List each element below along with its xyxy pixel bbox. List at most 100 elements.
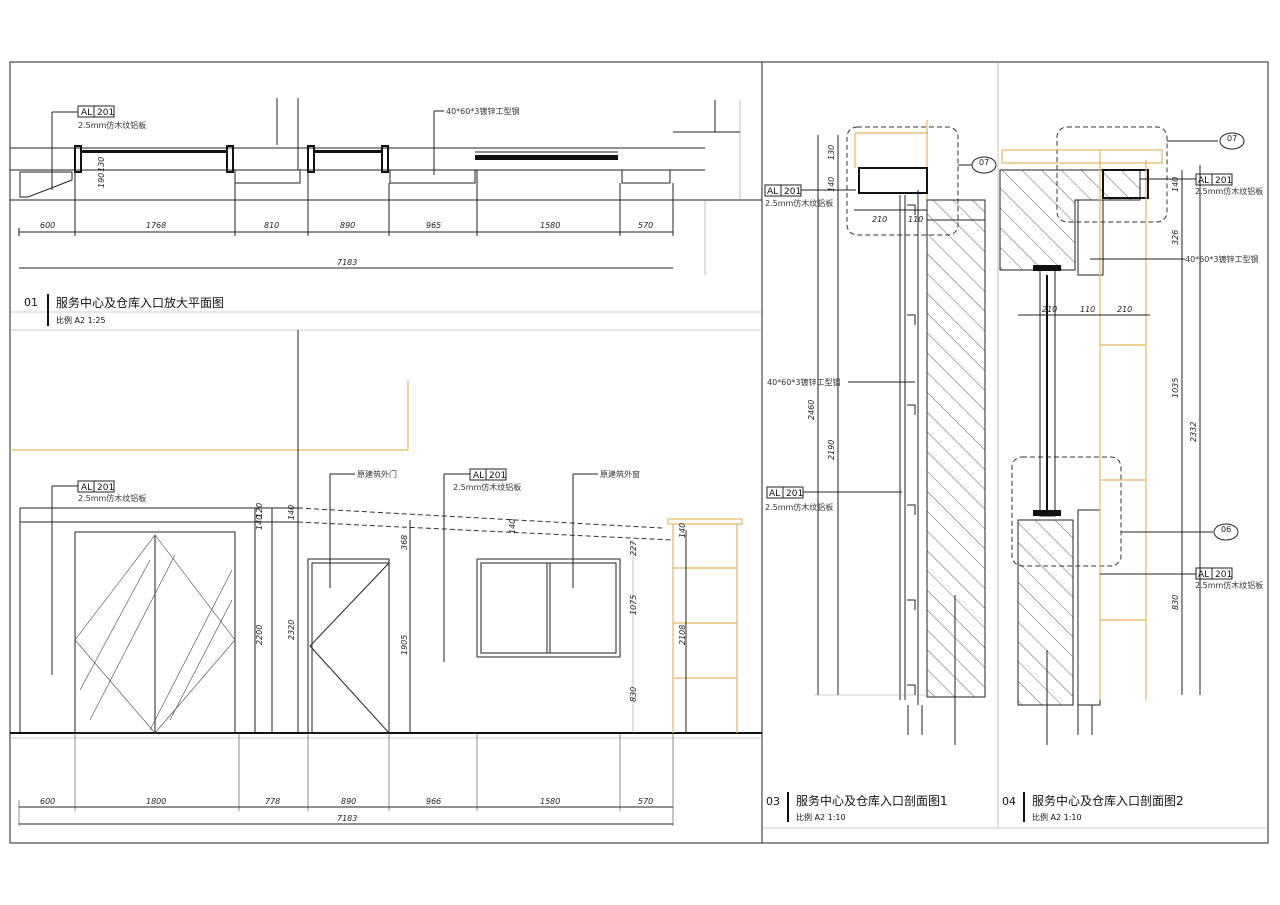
sheet-frame [9, 61, 1269, 844]
detail-callout: 07 [958, 156, 997, 174]
svg-text:201: 201 [1215, 570, 1232, 580]
material-tag: AL 201 2.5mm仿木纹铝板 [51, 105, 146, 190]
elevation-view: 140 120 2200 2320 140 368 1905 140 227 1… [10, 330, 762, 826]
material-tag: AL 201 2.5mm仿木纹铝板 [1100, 567, 1263, 590]
sec1-dim: 130 [827, 145, 836, 160]
plan-dim: 890 [340, 221, 355, 230]
svg-text:2.5mm仿木纹铝板: 2.5mm仿木纹铝板 [1195, 186, 1263, 196]
elev-dim: 830 [629, 687, 638, 702]
elev-h-dim: 966 [426, 797, 441, 806]
svg-text:AL: AL [767, 187, 778, 197]
svg-text:201: 201 [784, 187, 801, 197]
glass-door [74, 531, 236, 734]
sec2-dim: 326 [1171, 230, 1180, 245]
svg-text:2.5mm仿木纹铝板: 2.5mm仿木纹铝板 [453, 482, 521, 492]
plan-dim-130: 130 [97, 157, 106, 172]
sec1-dim: 110 [908, 215, 923, 224]
view-title: 服务中心及仓库入口剖面图1 [796, 793, 948, 808]
plan-dim: 965 [426, 221, 441, 230]
elev-h-dim: 1580 [540, 797, 560, 806]
svg-text:201: 201 [97, 108, 114, 118]
sec2-dim: 210 [1042, 305, 1057, 314]
svg-text:2.5mm仿木纹铝板: 2.5mm仿木纹铝板 [765, 198, 833, 208]
view-scale: 比例 A2 1:10 [1032, 812, 1082, 822]
sec2-dim: 110 [1080, 305, 1095, 314]
sec1-dim: 2460 [807, 400, 816, 420]
elev-h-dim: 600 [40, 797, 55, 806]
view-title: 服务中心及仓库入口放大平面图 [56, 295, 224, 310]
svg-text:07: 07 [1227, 134, 1237, 143]
elev-dim: 140 [678, 523, 687, 538]
elev-h-dim: 1800 [146, 797, 166, 806]
plan-dim: 1768 [146, 221, 166, 230]
steel-label: 40*60*3镀锌工型钢 [1185, 254, 1258, 264]
plan-dim-190: 190 [97, 173, 106, 188]
steel-label: 40*60*3镀锌工型钢 [446, 106, 519, 116]
window-label: 原建筑外窗 [600, 469, 640, 479]
exterior-door [307, 558, 390, 734]
view-number: 01 [24, 296, 38, 309]
sec2-dim: 140 [1171, 177, 1180, 192]
detail-callout: 07 [1167, 132, 1245, 150]
svg-text:2.5mm仿木纹铝板: 2.5mm仿木纹铝板 [765, 502, 833, 512]
material-tag: AL 201 2.5mm仿木纹铝板 [443, 468, 521, 662]
sec1-dim: 140 [827, 177, 836, 192]
svg-text:AL: AL [1198, 570, 1209, 580]
plan-dim: 570 [638, 221, 653, 230]
section-2-view: 140 326 210 110 210 1035 2332 830 07 06 … [999, 126, 1263, 822]
svg-text:201: 201 [786, 489, 803, 499]
elev-dim: 2200 [255, 625, 264, 645]
sec2-dim: 830 [1171, 595, 1180, 610]
view-scale: 比例 A2 1:10 [796, 812, 846, 822]
svg-text:AL: AL [81, 108, 92, 118]
plan-dim: 600 [40, 221, 55, 230]
svg-text:AL: AL [1198, 176, 1209, 186]
svg-text:2.5mm仿木纹铝板: 2.5mm仿木纹铝板 [78, 493, 146, 503]
elev-dim: 140 [508, 519, 517, 534]
svg-text:06: 06 [1221, 525, 1231, 534]
elev-dim: 1075 [629, 595, 638, 615]
svg-text:AL: AL [473, 471, 484, 481]
view-number: 04 [1002, 795, 1016, 808]
elev-dim: 2108 [678, 625, 687, 645]
material-tag: AL 201 2.5mm仿木纹铝板 [1140, 173, 1263, 196]
view-scale: 比例 A2 1:25 [56, 315, 106, 325]
material-tag: AL 201 2.5mm仿木纹铝板 [51, 480, 146, 675]
plan-dim: 1580 [540, 221, 560, 230]
elev-dim: 120 [255, 503, 264, 518]
elev-h-dim: 778 [265, 797, 280, 806]
sec1-dim: 210 [872, 215, 887, 224]
detail-callout: 06 [1121, 523, 1239, 541]
view-title: 服务中心及仓库入口剖面图2 [1032, 793, 1184, 808]
shelf-unit [667, 518, 743, 733]
sec1-dim: 2190 [827, 440, 836, 460]
svg-text:AL: AL [81, 483, 92, 493]
sec2-dim: 210 [1117, 305, 1132, 314]
elev-total-dim: 7183 [337, 814, 357, 823]
material-tag: AL 201 2.5mm仿木纹铝板 [764, 184, 856, 208]
view-number: 03 [766, 795, 780, 808]
exterior-window [476, 558, 621, 658]
elev-h-dim: 570 [638, 797, 653, 806]
plan-total-dim: 7183 [337, 258, 357, 267]
elev-dim: 140 [255, 515, 264, 530]
steel-label: 40*60*3镀锌工型钢 [767, 377, 840, 387]
elev-dim: 1905 [400, 635, 409, 655]
plan-view: 190 130 600 1768 810 890 965 1580 570 71… [10, 98, 762, 326]
svg-text:AL: AL [769, 489, 780, 499]
svg-text:07: 07 [979, 158, 989, 167]
door-label: 原建筑外门 [357, 469, 397, 479]
svg-text:201: 201 [97, 483, 114, 493]
elev-dim: 227 [629, 540, 638, 556]
svg-text:201: 201 [489, 471, 506, 481]
sec2-dim: 1035 [1171, 378, 1180, 398]
plan-dim: 810 [264, 221, 279, 230]
section-1-view: 130 140 210 110 2460 2190 07 AL 201 2.5m… [764, 120, 997, 822]
material-tag: AL 201 2.5mm仿木纹铝板 [765, 486, 902, 512]
svg-text:201: 201 [1215, 176, 1232, 186]
svg-text:2.5mm仿木纹铝板: 2.5mm仿木纹铝板 [1195, 580, 1263, 590]
elev-dim: 368 [400, 535, 409, 550]
elev-dim: 2320 [287, 620, 296, 640]
elev-dim: 140 [287, 505, 296, 520]
